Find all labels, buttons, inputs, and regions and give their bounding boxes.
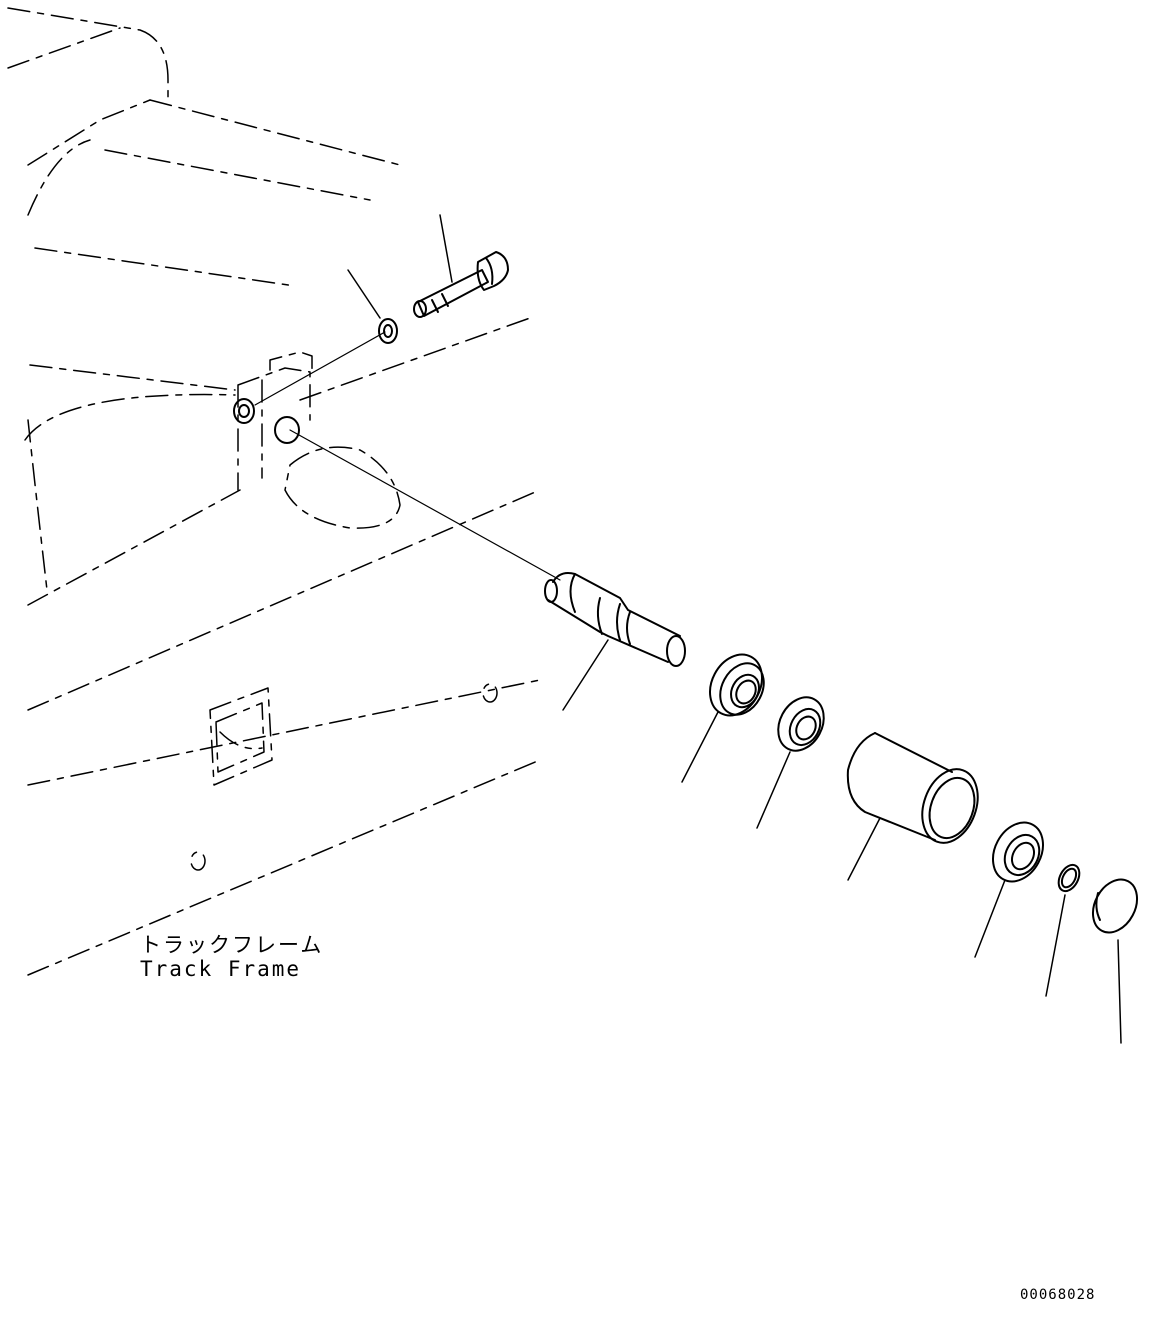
- washer: [379, 319, 397, 343]
- assembly-centerline: [255, 332, 560, 580]
- roller: [848, 733, 988, 851]
- leader-bolt: [440, 215, 452, 282]
- bolt: [414, 252, 508, 317]
- bearing: [769, 689, 832, 758]
- track-frame-label-en: Track Frame: [140, 957, 302, 981]
- leader-seal: [682, 712, 718, 782]
- leader-bearing-2: [975, 880, 1005, 957]
- leader-bearing: [757, 752, 790, 828]
- leader-snap-ring: [1046, 895, 1065, 996]
- cap: [1084, 872, 1146, 940]
- seal: [700, 645, 773, 724]
- leader-washer: [348, 270, 380, 318]
- leader-cap: [1118, 940, 1121, 1043]
- track-frame-label-jp: トラックフレーム: [140, 933, 324, 957]
- mounting-bracket: [234, 399, 299, 443]
- leader-shaft: [563, 640, 608, 710]
- drawing-code: 00068028: [1020, 1287, 1096, 1303]
- snap-ring: [1054, 861, 1083, 894]
- track-frame: [8, 8, 540, 975]
- leader-lines: [348, 215, 1121, 1043]
- bearing-2: [983, 814, 1053, 890]
- leader-roller: [848, 818, 880, 880]
- shaft: [545, 573, 685, 666]
